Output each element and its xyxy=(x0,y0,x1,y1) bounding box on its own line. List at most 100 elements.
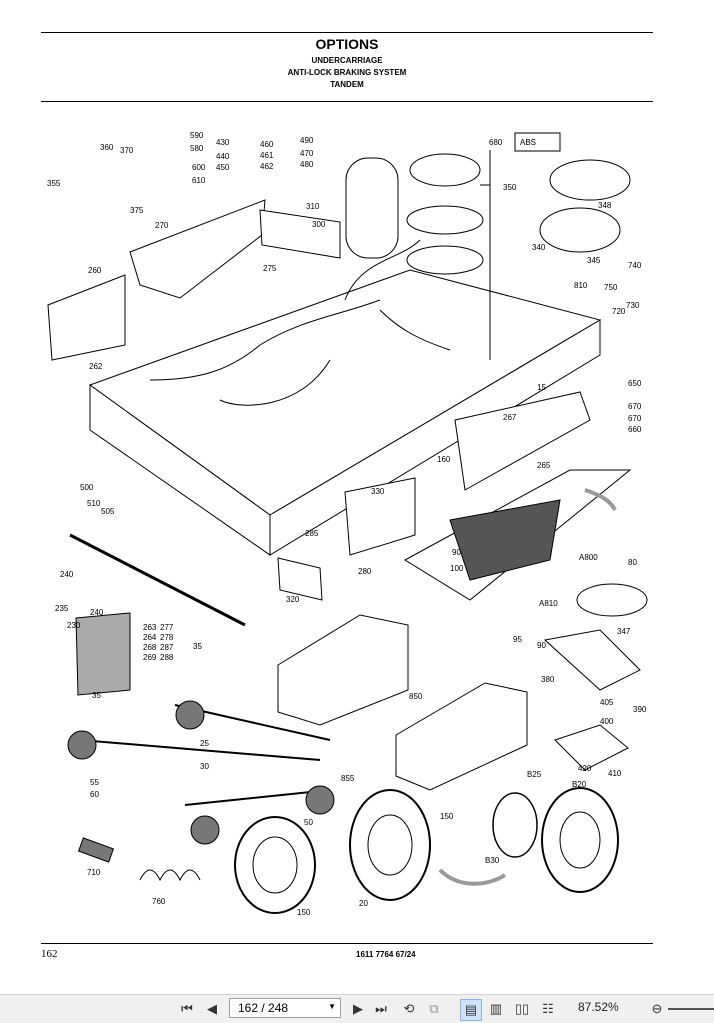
part-label: B25 xyxy=(527,770,542,779)
part-label: 670 xyxy=(628,414,642,423)
next-page-icon[interactable]: ▶ xyxy=(353,1001,363,1016)
zoom-slider[interactable] xyxy=(668,1008,714,1010)
footer-rule xyxy=(41,943,653,944)
two-page-icon[interactable]: ▯▯ xyxy=(514,1001,530,1016)
part-label: 55 xyxy=(90,778,99,787)
part-label: 480 xyxy=(300,160,314,169)
zoom-out-icon[interactable]: ⊖ xyxy=(651,1001,663,1016)
part-label: 100 xyxy=(450,564,464,573)
part-label: 760 xyxy=(152,897,166,906)
part-label: 240 xyxy=(90,608,104,617)
part-label: 380 xyxy=(541,675,555,684)
part-label: 265 xyxy=(537,461,551,470)
part-label: 277 xyxy=(160,623,174,632)
part-label: 510 xyxy=(87,499,101,508)
part-label: 240 xyxy=(60,570,74,579)
part-label: 90 xyxy=(452,548,461,557)
page-title: OPTIONS xyxy=(315,36,379,52)
part-label: 310 xyxy=(306,202,320,211)
part-label: 150 xyxy=(297,908,311,917)
part-label: 278 xyxy=(160,633,174,642)
part-label: 660 xyxy=(628,425,642,434)
part-label: 710 xyxy=(87,868,101,877)
part-label: 460 xyxy=(260,140,274,149)
part-label: B20 xyxy=(572,780,587,789)
part-label: A800 xyxy=(579,553,598,562)
part-label: 400 xyxy=(600,717,614,726)
continuous-icon[interactable]: ▥ xyxy=(489,1001,503,1016)
part-label: 405 xyxy=(600,698,614,707)
part-label: 270 xyxy=(155,221,169,230)
part-label: 268 xyxy=(143,643,157,652)
last-page-icon[interactable]: ⏭ xyxy=(375,1001,387,1016)
page-number-value: 162 / 248 xyxy=(238,1001,289,1015)
part-label: 150 xyxy=(440,812,454,821)
part-label: 348 xyxy=(598,201,612,210)
header-rule-top xyxy=(41,32,653,33)
part-label: 500 xyxy=(80,483,94,492)
two-page-continuous-icon[interactable]: ☷ xyxy=(542,1001,554,1016)
prev-page-icon[interactable]: ◀ xyxy=(207,1001,217,1016)
part-label: 50 xyxy=(304,818,313,827)
part-label: A810 xyxy=(539,599,558,608)
page-number: 162 xyxy=(41,948,58,960)
part-label: 350 xyxy=(503,183,517,192)
part-label: 330 xyxy=(371,487,385,496)
part-label: 280 xyxy=(358,567,372,576)
part-label: 375 xyxy=(130,206,144,215)
part-label: 590 xyxy=(190,131,204,140)
part-label: 810 xyxy=(574,281,588,290)
pdf-toolbar: ⏮ ◀ 162 / 248 ▼ ▶ ⏭ ⟲ ⧉ ▤ ▥ ▯▯ ☷ 87.52% … xyxy=(0,994,714,1023)
part-label: 260 xyxy=(88,266,102,275)
part-label: 580 xyxy=(190,144,204,153)
part-label: 850 xyxy=(409,692,423,701)
document-page: OPTIONS UNDERCARRIAGE ANTI-LOCK BRAKING … xyxy=(41,32,653,960)
page-number-input[interactable]: 162 / 248 ▼ xyxy=(229,998,341,1018)
fit-icon[interactable]: ⧉ xyxy=(429,1001,439,1016)
part-label: 320 xyxy=(286,595,300,604)
part-label: 440 xyxy=(216,152,230,161)
first-page-icon[interactable]: ⏮ xyxy=(181,1001,193,1016)
part-label: 60 xyxy=(90,790,99,799)
part-label: 267 xyxy=(503,413,517,422)
part-label: 30 xyxy=(200,762,209,771)
subtitle-undercarriage: UNDERCARRIAGE xyxy=(311,56,383,65)
part-label: 600 xyxy=(192,163,206,172)
part-label: 347 xyxy=(617,627,631,636)
part-label: 505 xyxy=(101,507,115,516)
part-label: 275 xyxy=(263,264,277,273)
part-label: 670 xyxy=(628,402,642,411)
single-page-icon[interactable]: ▤ xyxy=(460,999,482,1021)
part-label: 230 xyxy=(67,621,81,630)
part-label: 855 xyxy=(341,774,355,783)
part-label: 610 xyxy=(192,176,206,185)
document-number: 1611 7764 67/24 xyxy=(356,950,416,959)
part-label: 340 xyxy=(532,243,546,252)
part-label: 264 xyxy=(143,633,157,642)
part-label: 288 xyxy=(160,653,174,662)
part-label: 25 xyxy=(200,739,209,748)
chevron-down-icon[interactable]: ▼ xyxy=(328,1002,336,1011)
part-number-labels: 5905806006104304404504604614624904704806… xyxy=(47,131,647,917)
part-label: 450 xyxy=(216,163,230,172)
subtitle-abs: ANTI-LOCK BRAKING SYSTEM xyxy=(287,68,407,77)
part-label: 370 xyxy=(120,146,134,155)
part-label: 720 xyxy=(612,307,626,316)
part-label: 680 xyxy=(489,138,503,147)
rotate-icon[interactable]: ⟲ xyxy=(403,1001,415,1016)
part-label: 15 xyxy=(537,383,546,392)
part-label: 285 xyxy=(305,529,319,538)
part-label: 263 xyxy=(143,623,157,632)
part-label: 90 xyxy=(537,641,546,650)
part-label: 345 xyxy=(587,256,601,265)
part-label: B30 xyxy=(485,856,500,865)
abs-badge: ABS xyxy=(520,138,536,147)
part-label: 35 xyxy=(193,642,202,651)
part-label: 80 xyxy=(628,558,637,567)
part-label: 750 xyxy=(604,283,618,292)
part-label: 269 xyxy=(143,653,157,662)
part-label: 420 xyxy=(578,764,592,773)
part-label: 462 xyxy=(260,162,274,171)
part-label: 287 xyxy=(160,643,174,652)
part-label: 95 xyxy=(513,635,522,644)
